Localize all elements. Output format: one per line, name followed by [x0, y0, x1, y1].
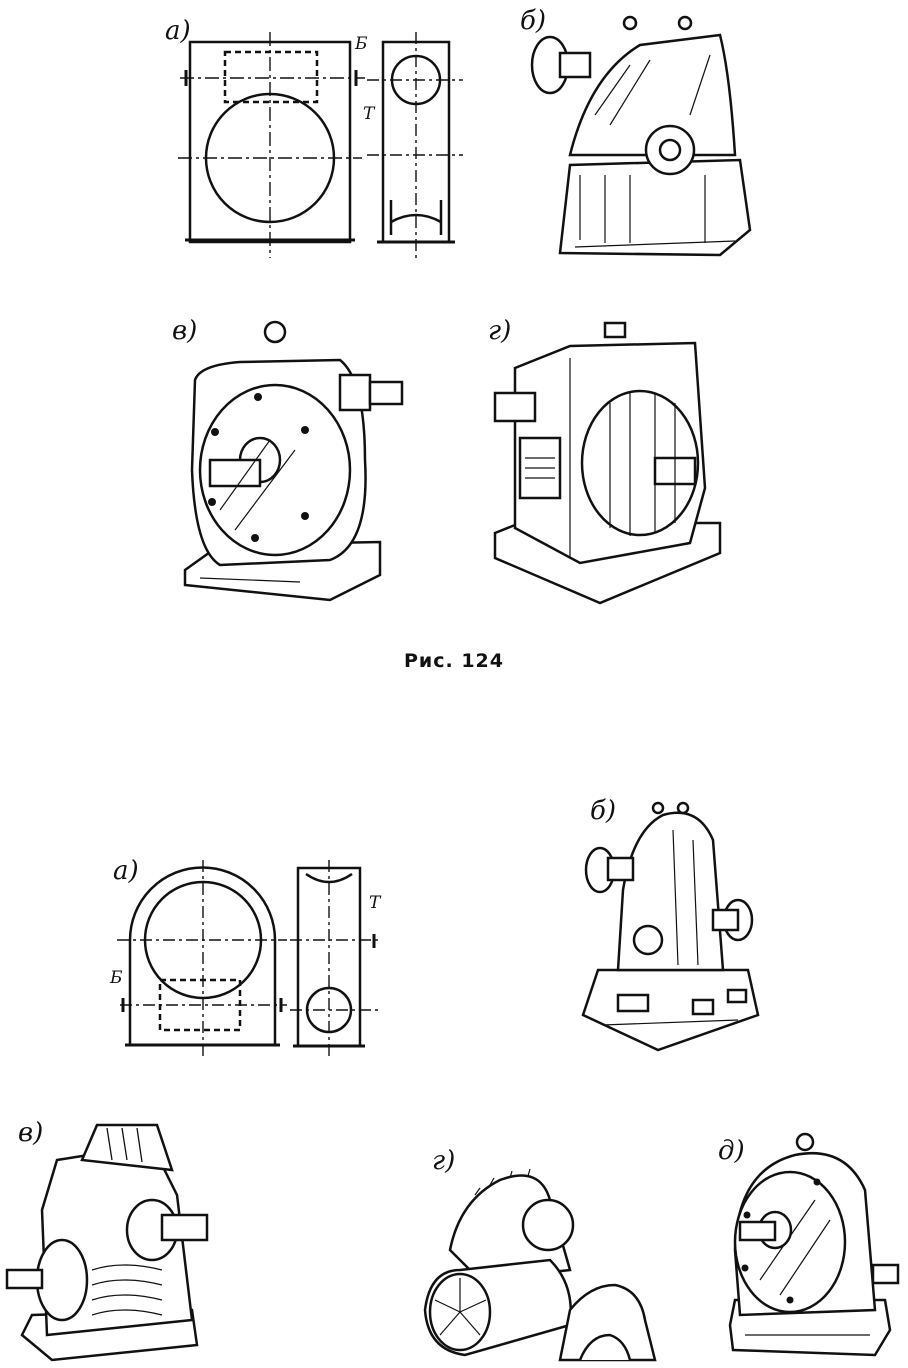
motor-reducer-illustration-v [2, 1120, 217, 1365]
label-bottom-v: в) [18, 1118, 44, 1148]
schematic-side-view-bottom [290, 860, 380, 1060]
label-top-b: б) [520, 6, 547, 36]
worm-gear-reducer-illustration-b [520, 15, 760, 260]
worm-gear-reducer-illustration-g [490, 318, 730, 608]
label-bottom-b: б) [590, 796, 617, 826]
gear-motor-assembly-illustration-g [420, 1160, 675, 1365]
schematic-front-view-bottom [115, 860, 290, 1060]
axis-mark-t-top: Т [363, 104, 375, 124]
label-top-v: в) [172, 316, 198, 346]
figure-caption: Рис. 124 [404, 650, 504, 672]
schematic-side-view-top [365, 30, 465, 260]
worm-gear-reducer-illustration-v [180, 320, 415, 605]
axis-mark-b-bottom: Б [110, 968, 123, 988]
axis-mark-t-bottom: Т [369, 893, 381, 913]
label-top-g: г) [488, 316, 512, 346]
axis-mark-b-top: Б [355, 34, 368, 54]
worm-gear-reducer-illustration-d [725, 1130, 905, 1360]
schematic-front-view-top [170, 30, 370, 260]
label-top-a: а) [165, 16, 191, 46]
label-bottom-a: а) [113, 856, 139, 886]
label-bottom-g: г) [432, 1146, 456, 1176]
label-bottom-d: д) [718, 1136, 745, 1166]
vertical-reducer-illustration-b [578, 800, 768, 1055]
